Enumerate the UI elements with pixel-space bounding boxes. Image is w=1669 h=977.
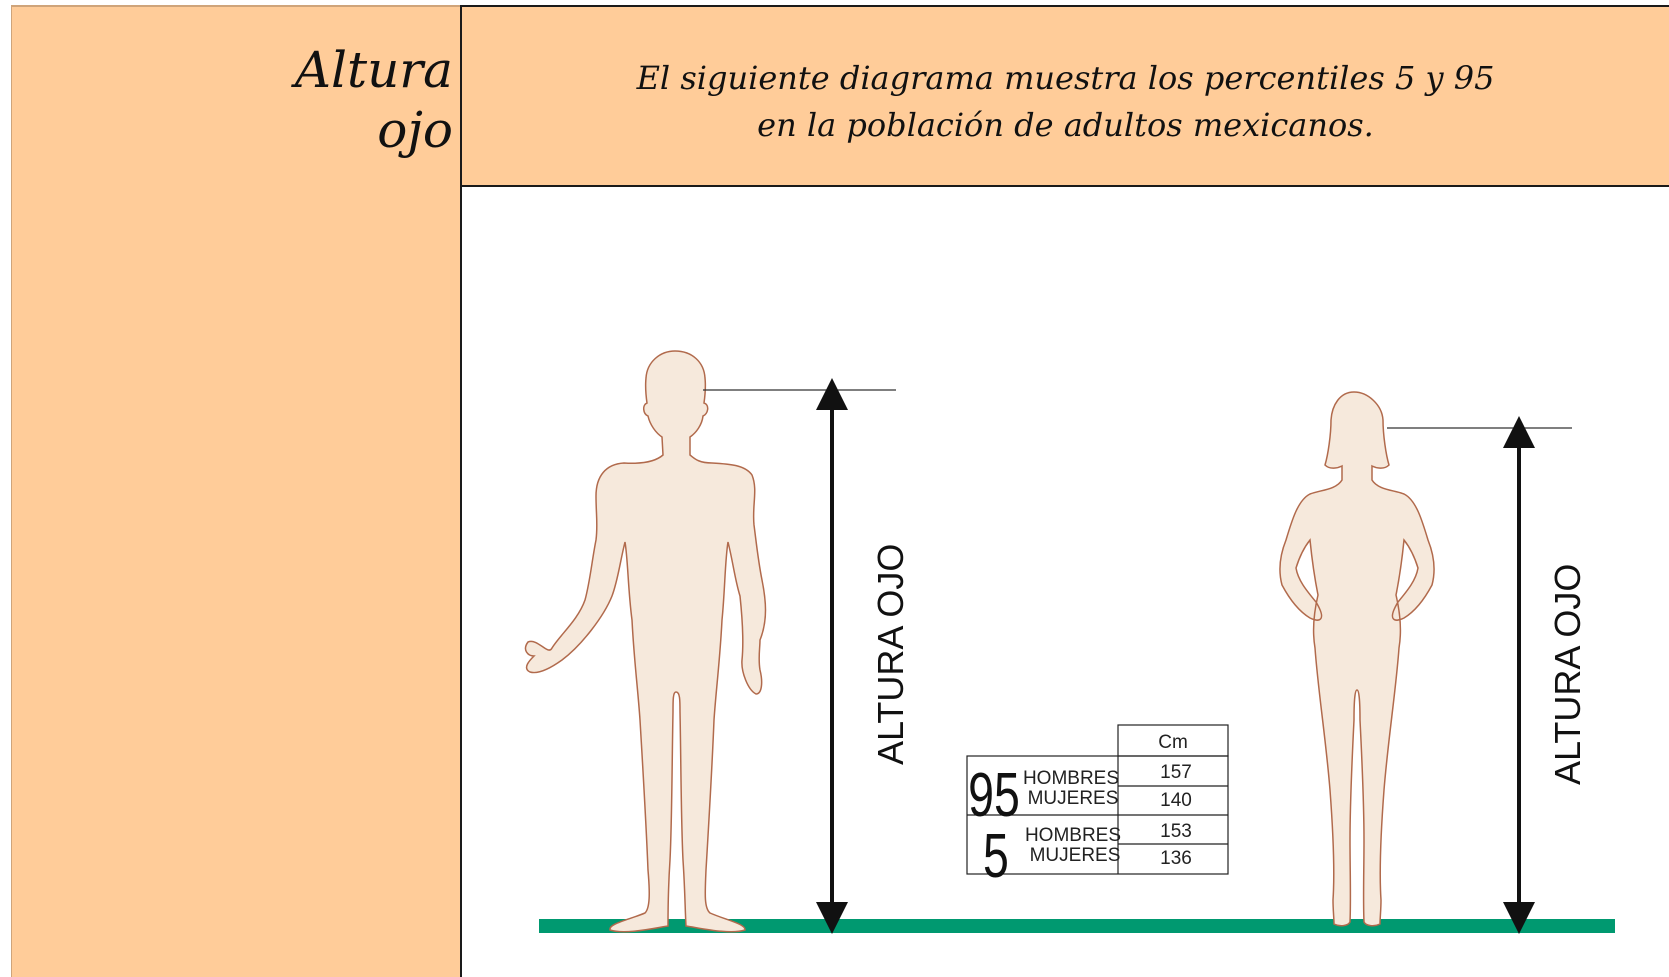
table-row-value: 140 (1160, 790, 1192, 811)
table-row-label: HOMBRES (1025, 825, 1121, 846)
header-band (462, 5, 1669, 187)
table-row-label: MUJERES (1030, 845, 1121, 866)
percentile-table: Cm 95 HOMBRES MUJERES 157 140 5 HOMBRES … (966, 724, 1229, 891)
table-row-label: MUJERES (1028, 788, 1119, 809)
page-title: Altura ojo (11, 40, 453, 160)
subtitle-line-1: El siguiente diagrama muestra los percen… (636, 59, 1495, 97)
title-line-1: Altura (294, 41, 453, 99)
table-percentile-5: 5 (983, 820, 1009, 890)
panel-divider (460, 5, 462, 977)
female-dimension-label: ALTURA OJO (1547, 564, 1588, 785)
table-row-label: HOMBRES (1023, 768, 1119, 789)
table-unit-header: Cm (1158, 732, 1188, 753)
table-row-value: 153 (1160, 821, 1192, 842)
table-row-value: 157 (1160, 762, 1192, 783)
left-panel-top-edge (11, 5, 461, 7)
left-panel (11, 5, 462, 977)
table-percentile-95: 95 (968, 759, 1020, 829)
male-figure-silhouette (524, 350, 767, 933)
male-dimension-label: ALTURA OJO (870, 544, 911, 765)
female-figure-silhouette (1279, 391, 1435, 927)
table-row-value: 136 (1160, 848, 1192, 869)
title-line-2: ojo (377, 101, 453, 159)
subtitle-line-2: en la población de adultos mexicanos. (757, 106, 1374, 144)
page-subtitle: El siguiente diagrama muestra los percen… (462, 55, 1669, 149)
